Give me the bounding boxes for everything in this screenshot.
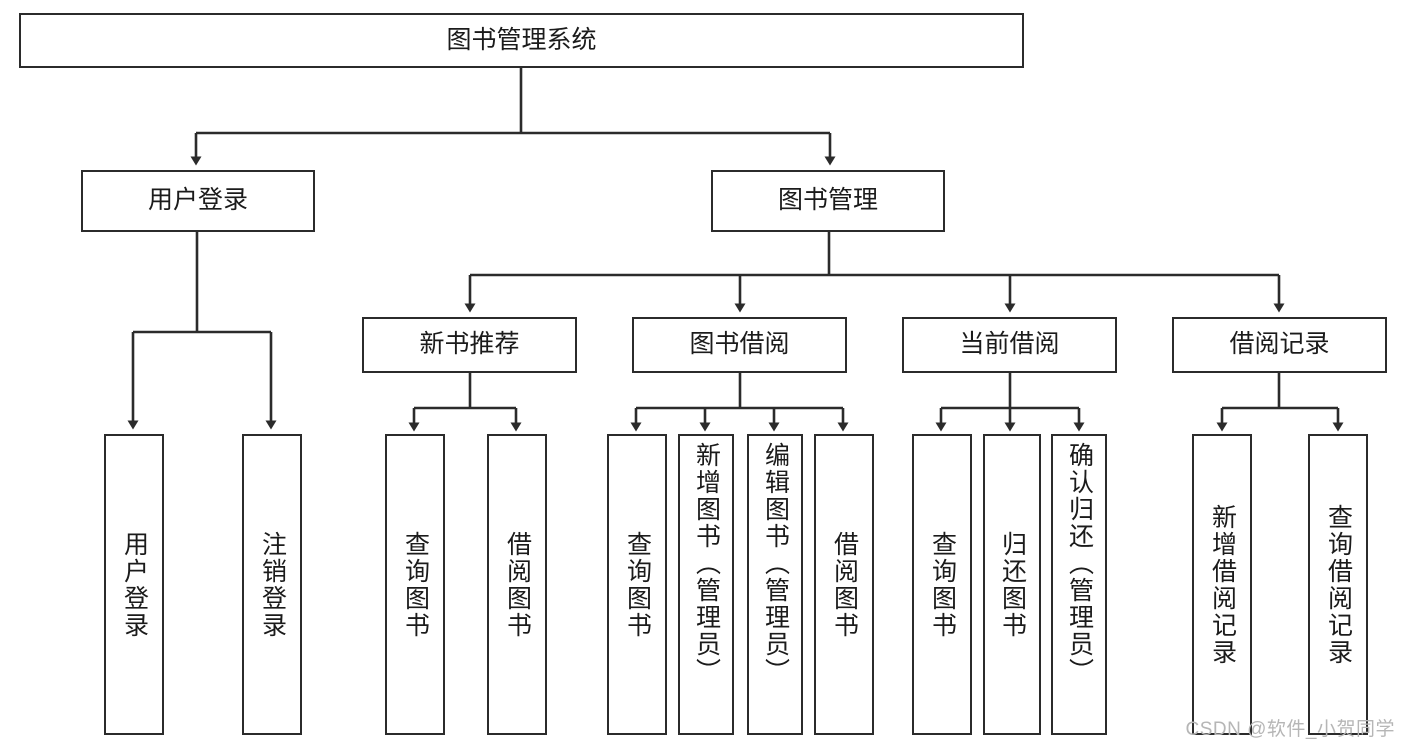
node-label: 用户登录 [120, 530, 149, 639]
leaf-user-login-login[interactable]: 用户登录 [104, 434, 164, 735]
csdn-watermark: CSDN @软件_小贺同学 [1185, 719, 1395, 740]
node-label: 归还图书 [998, 530, 1027, 639]
leaf-current-confirm-return-admin[interactable]: 确认归还（管理员） [1051, 434, 1107, 735]
leaf-new-book-query-book[interactable]: 查询图书 [385, 434, 445, 735]
node-book-management[interactable]: 图书管理 [711, 170, 945, 232]
leaf-borrow-query-book[interactable]: 查询图书 [607, 434, 667, 735]
node-label: 查询图书 [623, 530, 652, 639]
leaf-borrow-add-book-admin[interactable]: 新增图书（管理员） [678, 434, 734, 735]
node-label: 新增图书（管理员） [692, 442, 721, 685]
node-label: 查询借阅记录 [1324, 503, 1353, 666]
leaf-borrow-borrow-book[interactable]: 借阅图书 [814, 434, 874, 735]
node-label: 图书管理系统 [446, 25, 597, 54]
node-borrowing-record[interactable]: 借阅记录 [1172, 317, 1387, 373]
leaf-user-login-logout[interactable]: 注销登录 [242, 434, 302, 735]
node-label: 新书推荐 [419, 330, 520, 359]
node-label: 确认归还（管理员） [1065, 442, 1094, 685]
node-label: 新增借阅记录 [1208, 503, 1237, 666]
node-label: 编辑图书（管理员） [761, 442, 790, 685]
node-label: 图书管理 [777, 186, 878, 215]
node-label: 借阅记录 [1229, 330, 1330, 359]
node-label: 用户登录 [147, 186, 248, 215]
leaf-new-book-borrow-book[interactable]: 借阅图书 [487, 434, 547, 735]
node-label: 查询图书 [928, 530, 957, 639]
node-label: 注销登录 [258, 530, 287, 639]
leaf-current-query-book[interactable]: 查询图书 [912, 434, 972, 735]
leaf-record-query-record[interactable]: 查询借阅记录 [1308, 434, 1368, 735]
node-label: 借阅图书 [503, 530, 532, 639]
node-new-book-recommendation[interactable]: 新书推荐 [362, 317, 577, 373]
leaf-current-return-book[interactable]: 归还图书 [983, 434, 1041, 735]
node-label: 借阅图书 [830, 530, 859, 639]
leaf-borrow-edit-book-admin[interactable]: 编辑图书（管理员） [747, 434, 803, 735]
node-label: 查询图书 [401, 530, 430, 639]
node-user-login[interactable]: 用户登录 [81, 170, 315, 232]
node-book-borrowing[interactable]: 图书借阅 [632, 317, 847, 373]
node-label: 当前借阅 [959, 330, 1060, 359]
node-root-book-management-system[interactable]: 图书管理系统 [19, 13, 1024, 68]
node-label: 图书借阅 [689, 330, 790, 359]
node-current-borrowing[interactable]: 当前借阅 [902, 317, 1117, 373]
leaf-record-add-record[interactable]: 新增借阅记录 [1192, 434, 1252, 735]
